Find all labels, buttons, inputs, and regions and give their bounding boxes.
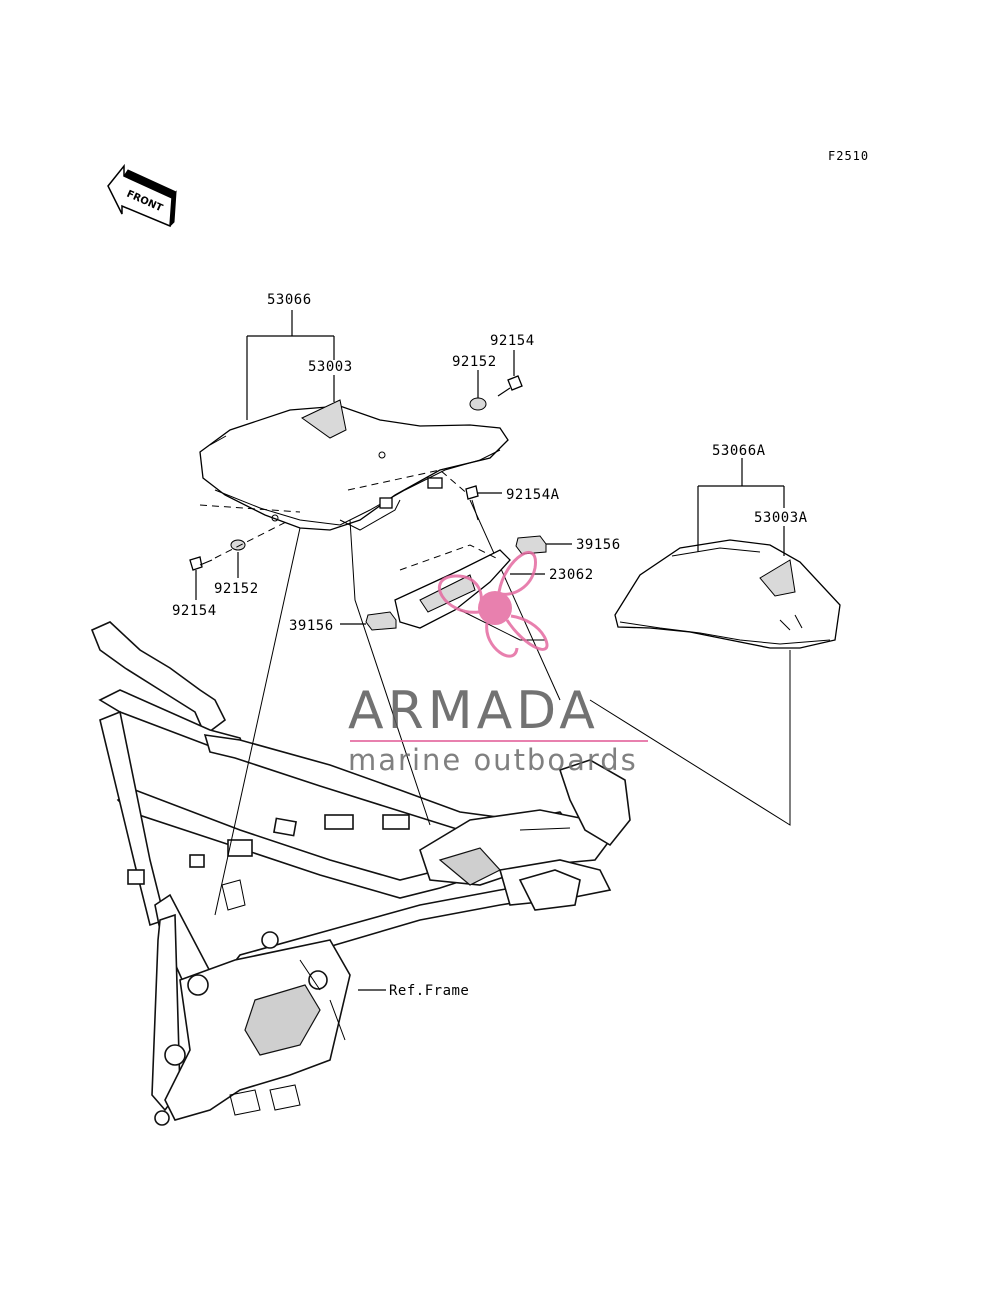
label-92154-top: 92154: [490, 333, 535, 349]
label-92152-top: 92152: [452, 354, 497, 370]
block-39156-right: [515, 535, 572, 555]
front-arrow-icon: FRONT: [107, 163, 177, 228]
front-seat-drawing: [199, 399, 509, 531]
label-92152-bottom: 92152: [214, 581, 259, 597]
block-39156-left: [340, 611, 397, 631]
bolt-92154-bottom: [189, 556, 213, 600]
watermark-subtitle: marine outboards: [348, 743, 638, 777]
washer-92152-bottom: [230, 539, 246, 578]
figure-code: F2510: [828, 149, 869, 163]
bolt-92154-top: [497, 350, 523, 397]
label-ref-frame: Ref.Frame: [389, 983, 469, 999]
watermark-title: ARMADA: [348, 681, 599, 741]
label-53003: 53003: [308, 359, 353, 375]
bracket-53066: [246, 310, 335, 420]
label-23062: 23062: [549, 567, 594, 583]
washer-92152-top: [469, 370, 487, 411]
propeller-icon: [438, 551, 549, 658]
seat-cover-drawing: [614, 539, 841, 649]
label-53066A: 53066A: [712, 443, 766, 459]
label-92154A: 92154A: [506, 487, 560, 503]
label-53003A: 53003A: [754, 510, 808, 526]
label-39156-right: 39156: [576, 537, 621, 553]
bracket-23062-drawing: [394, 544, 545, 641]
bolt-92154A: [465, 485, 502, 521]
label-53066: 53066: [267, 292, 312, 308]
label-92154-bottom: 92154: [172, 603, 217, 619]
label-39156-left: 39156: [289, 618, 334, 634]
bracket-53066A: [697, 458, 785, 556]
watermark-logo: ARMADA marine outboards: [348, 551, 648, 777]
frame-drawing: [90, 621, 631, 1126]
